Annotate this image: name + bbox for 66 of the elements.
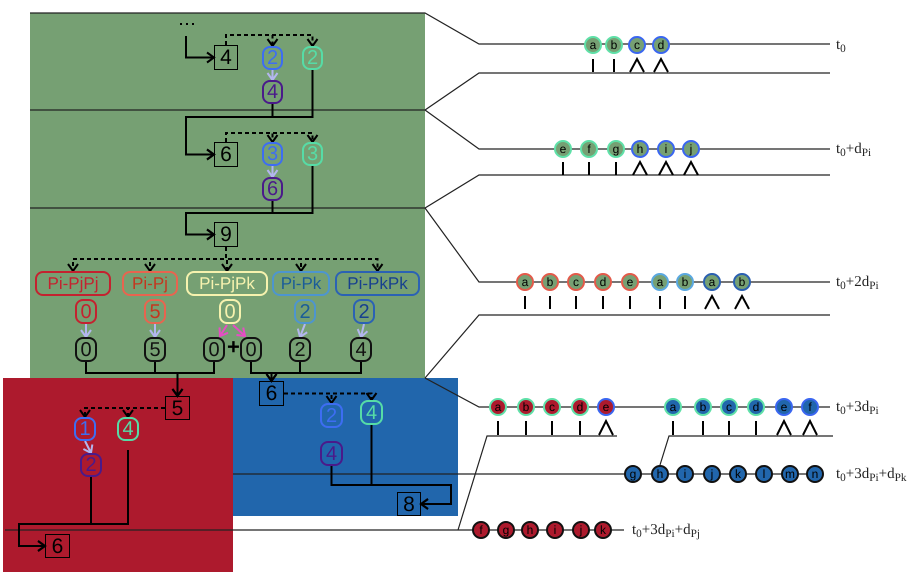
arrow [185, 36, 215, 64]
plus-sign: + [227, 336, 240, 358]
stage-panel [233, 378, 458, 516]
dashed-arrow [122, 407, 165, 418]
stage-panel [30, 13, 425, 378]
value-box: 4 [214, 45, 238, 70]
category-box: Pi-Pk [272, 271, 330, 296]
arrow [82, 440, 94, 454]
count-box: 2 [289, 337, 311, 362]
value-box: 8 [397, 492, 421, 516]
count-box: 0 [75, 299, 97, 324]
count-box: 0 [240, 337, 262, 362]
value-box: 6 [45, 534, 70, 558]
count-box: 0 [203, 337, 225, 362]
category-box: Pi-PkPk [335, 271, 420, 296]
count-box: 1 [74, 417, 96, 441]
count-box: 2 [262, 46, 283, 70]
dashed-arrow [225, 34, 318, 47]
time-label: t$_{0}$+3d$_{Pi}$+d$_{Pj}$ [632, 521, 700, 540]
arrow [266, 362, 362, 382]
count-box: 5 [144, 299, 166, 324]
category-box: Pi-PjPj [35, 271, 111, 296]
count-box: 2 [294, 299, 316, 324]
count-box: 4 [117, 417, 139, 441]
time-label: t$_{0}$+d$_{Pi}$ [836, 140, 872, 159]
count-box: 3 [302, 142, 323, 166]
count-box: 2 [302, 46, 323, 70]
arrow [185, 166, 314, 240]
count-box: 2 [80, 453, 102, 477]
value-box: 9 [214, 222, 238, 247]
arrow [266, 70, 278, 81]
count-box: 6 [262, 177, 283, 201]
category-box: Pi-PjPk [186, 271, 268, 296]
arrow [185, 70, 314, 160]
time-label: t$_{0}$+3d$_{Pi}$ [836, 398, 879, 417]
arrow [232, 324, 246, 337]
count-box: 4 [320, 441, 343, 466]
count-box: 3 [262, 142, 283, 166]
time-label: t$_{0}$+2d$_{Pi}$ [836, 273, 879, 292]
count-box: 4 [360, 400, 383, 425]
category-box: Pi-Pj [122, 271, 178, 296]
count-box: 0 [75, 337, 97, 362]
count-box: 2 [353, 299, 375, 324]
arrow [149, 324, 161, 338]
value-box: 5 [165, 396, 190, 420]
count-box: 5 [144, 337, 166, 362]
time-label: t$_{0}$+3d$_{Pi}$+d$_{Pk}$ [836, 465, 907, 484]
dashed-arrow [284, 392, 378, 401]
dashed-arrow [225, 132, 318, 143]
count-box: 0 [219, 299, 241, 324]
dashed-arrow [225, 247, 384, 272]
value-box: 6 [214, 142, 238, 167]
arrow [80, 324, 92, 338]
stage-panel [3, 378, 233, 572]
arrow [18, 450, 129, 552]
time-label: t$_{0}$ [836, 36, 846, 55]
arrow [370, 425, 452, 510]
arrow [296, 324, 308, 338]
arrow [172, 362, 215, 397]
arrow [218, 324, 229, 337]
arrow [356, 324, 368, 338]
arrow [266, 166, 278, 178]
value-box: 6 [259, 381, 284, 406]
count-box: 4 [262, 80, 283, 104]
count-box: 4 [350, 337, 372, 362]
count-box: 2 [320, 403, 343, 428]
